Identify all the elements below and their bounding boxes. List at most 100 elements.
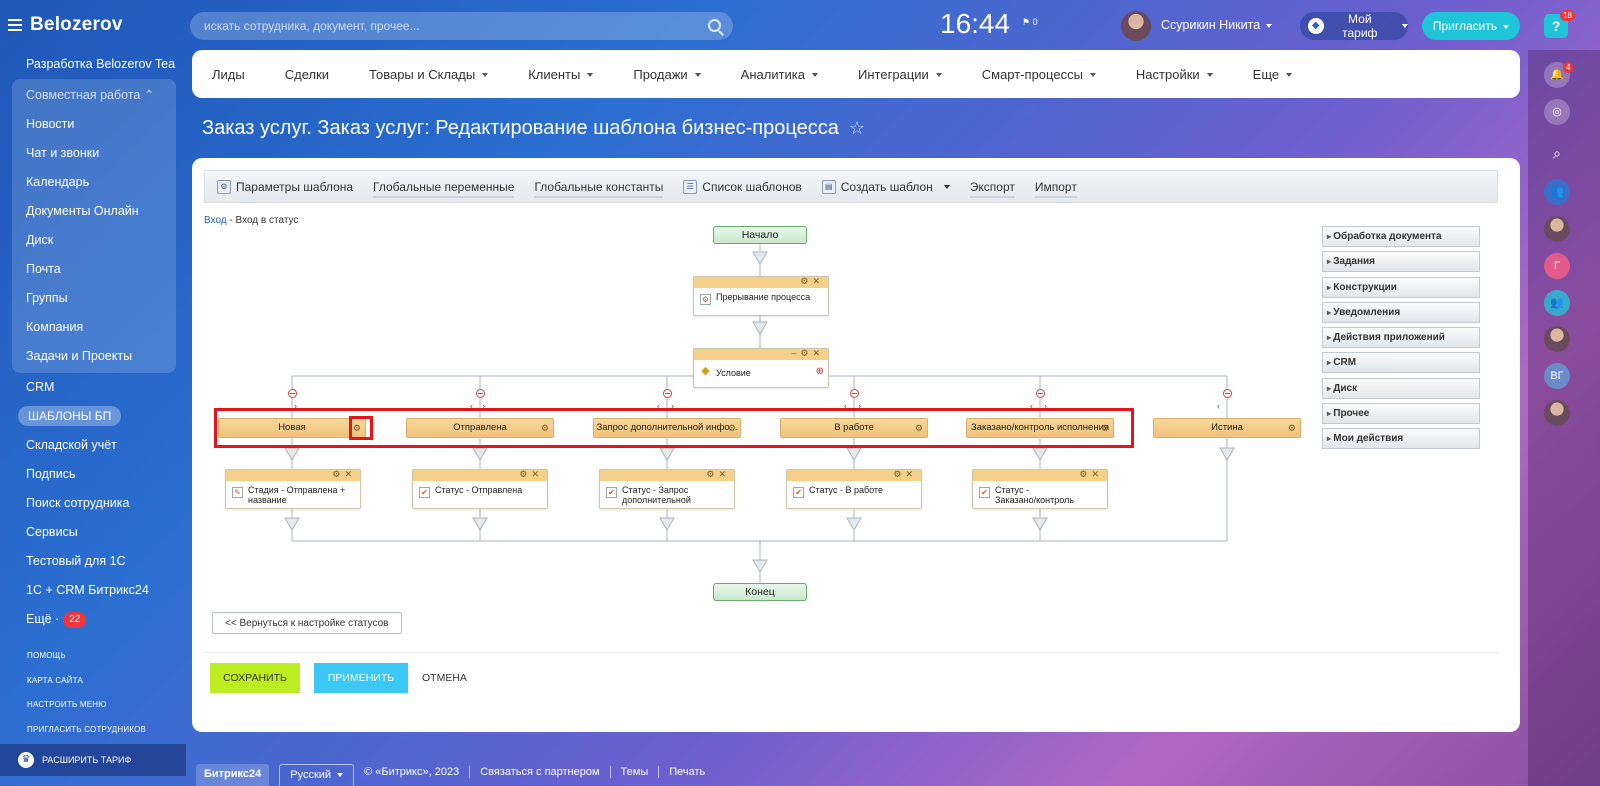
- contact-avatar[interactable]: [1544, 326, 1570, 352]
- nav-leads[interactable]: Лиды: [212, 66, 245, 82]
- save-button[interactable]: СОХРАНИТЬ: [210, 663, 300, 693]
- upgrade-tariff-button[interactable]: ♛ РАСШИРИТЬ ТАРИФ: [0, 744, 186, 776]
- clock[interactable]: 16:44: [940, 8, 1011, 39]
- invite-employees-link[interactable]: ПРИГЛАСИТЬ СОТРУДНИКОВ: [27, 724, 147, 734]
- branch-new[interactable]: Новая⚙: [218, 418, 366, 438]
- gear-icon[interactable]: ⚙: [1100, 423, 1109, 433]
- sidebar-item-tasks[interactable]: Задачи и Проекты: [26, 349, 133, 363]
- status-activity[interactable]: ⚙✕ ✔Статус - Отправлена: [412, 469, 548, 509]
- help-link[interactable]: ПОМОЩЬ: [27, 651, 66, 660]
- remove-branch-icon[interactable]: [1223, 389, 1232, 398]
- move-right-icon[interactable]: ›: [482, 401, 485, 411]
- flag-icon[interactable]: ⚑ 0: [1022, 17, 1038, 27]
- sidebar-item-company[interactable]: Компания: [26, 320, 84, 334]
- sidebar-item-disk[interactable]: Диск: [26, 233, 54, 247]
- move-left-icon[interactable]: ‹: [1030, 401, 1033, 411]
- sidebar-item-test-1c[interactable]: Тестовый для 1С: [26, 554, 126, 568]
- activity-controls-icon[interactable]: ⚙✕: [519, 469, 543, 479]
- sidebar-item-sign[interactable]: Подпись: [26, 467, 76, 481]
- global-constants-button[interactable]: Глобальные константы: [534, 180, 664, 198]
- status-activity[interactable]: ⚙✕ ✔Статус -Заказано/контроль: [972, 469, 1108, 509]
- sidebar-item-crm[interactable]: CRM: [26, 380, 55, 394]
- move-left-icon[interactable]: ‹: [1217, 401, 1220, 411]
- apply-button[interactable]: ПРИМЕНИТЬ: [314, 663, 408, 693]
- interrupt-activity[interactable]: ⚙✕ ⚙Прерывание процесса: [693, 276, 829, 316]
- move-right-icon[interactable]: ›: [1044, 401, 1047, 411]
- user-menu[interactable]: Ссурикин Никита: [1161, 18, 1273, 32]
- end-node[interactable]: Конец: [713, 583, 807, 601]
- rail-search-icon[interactable]: ⌕: [1553, 145, 1561, 161]
- template-params-button[interactable]: ⚙Параметры шаблона: [217, 179, 353, 194]
- activity-controls-icon[interactable]: ⚙✕: [1079, 469, 1103, 479]
- move-right-icon[interactable]: ›: [671, 401, 674, 411]
- contact-letter-g[interactable]: Г: [1544, 253, 1570, 279]
- palette-app-actions[interactable]: Действия приложений: [1322, 327, 1480, 349]
- search-input[interactable]: [204, 12, 684, 40]
- print-link[interactable]: Печать: [658, 766, 705, 778]
- status-activity[interactable]: ⚙✕ ✎Стадия - Отправлена +название: [225, 469, 361, 509]
- gear-icon[interactable]: ⚙: [540, 423, 549, 433]
- nav-smart-processes[interactable]: Смарт-процессы: [982, 67, 1096, 82]
- sidebar-item-chat[interactable]: Чат и звонки: [26, 146, 100, 160]
- sidebar-item-find-employee[interactable]: Поиск сотрудника: [26, 496, 130, 510]
- move-right-icon[interactable]: ›: [858, 401, 861, 411]
- remove-branch-icon[interactable]: [476, 389, 485, 398]
- create-template-button[interactable]: ▤Создать шаблон: [821, 179, 950, 194]
- gear-icon[interactable]: ⚙: [727, 423, 736, 433]
- palette-other[interactable]: Прочее: [1322, 403, 1480, 425]
- status-activity[interactable]: ⚙✕ ✔Статус - В работе: [786, 469, 922, 509]
- configure-menu-link[interactable]: НАСТРОИТЬ МЕНЮ: [27, 700, 107, 709]
- sidebar-item-warehouse[interactable]: Складской учёт: [26, 438, 117, 452]
- global-variables-button[interactable]: Глобальные переменные: [373, 180, 515, 198]
- move-left-icon[interactable]: ‹: [657, 401, 660, 411]
- sidebar-item-bp-templates[interactable]: ШАБЛОНЫ БП: [12, 402, 176, 431]
- sidebar-item-docs[interactable]: Документы Онлайн: [26, 204, 139, 218]
- nav-products[interactable]: Товары и Склады: [369, 67, 489, 82]
- contact-avatar[interactable]: [1544, 216, 1570, 242]
- branch-true[interactable]: Истина⚙: [1153, 418, 1301, 438]
- menu-icon[interactable]: [8, 19, 22, 31]
- template-list-button[interactable]: ☰Список шаблонов: [683, 179, 802, 194]
- gear-icon[interactable]: ⚙: [352, 423, 361, 433]
- add-branch-icon[interactable]: ⊕: [815, 366, 824, 377]
- condition-activity[interactable]: –⚙✕ ◆Условие⊕: [693, 348, 829, 388]
- activity-controls-icon[interactable]: ⚙✕: [332, 469, 356, 479]
- contact-partner-link[interactable]: Связаться с партнером: [469, 766, 600, 778]
- portal-logo[interactable]: Belozerov: [30, 14, 123, 35]
- sidebar-item-portal[interactable]: Разработка Belozerov Tea...: [26, 57, 176, 71]
- gear-icon[interactable]: ⚙: [914, 423, 923, 433]
- group-icon[interactable]: 👥: [1544, 290, 1570, 316]
- back-to-statuses-button[interactable]: << Вернуться к настройке статусов: [212, 612, 402, 634]
- sidebar-item-news[interactable]: Новости: [26, 117, 75, 131]
- start-node[interactable]: Начало: [713, 226, 807, 244]
- activity-controls-icon[interactable]: ⚙✕: [800, 276, 824, 286]
- palette-documents[interactable]: Обработка документа: [1322, 226, 1480, 247]
- my-tariff-button[interactable]: ◆Мой тариф: [1300, 12, 1408, 40]
- language-select[interactable]: Русский: [279, 764, 355, 786]
- star-icon[interactable]: ☆: [848, 118, 865, 138]
- branch-in-work[interactable]: В работе⚙: [780, 418, 928, 438]
- cancel-link[interactable]: ОТМЕНА: [422, 672, 467, 684]
- sidebar-item-1c-crm[interactable]: 1С + CRM Битрикс24: [26, 583, 149, 597]
- contact-avatar[interactable]: [1544, 400, 1570, 426]
- nav-integrations[interactable]: Интеграции: [858, 67, 942, 82]
- breadcrumb-link[interactable]: Вход: [204, 215, 227, 226]
- gear-icon[interactable]: ⚙: [1287, 423, 1296, 433]
- sidebar-item-more[interactable]: Ещё ·22: [12, 605, 176, 634]
- user-avatar[interactable]: [1121, 11, 1151, 41]
- sidebar-item-services[interactable]: Сервисы: [26, 525, 78, 539]
- branch-ordered[interactable]: Заказано/контроль исполнения⚙: [966, 418, 1114, 438]
- palette-constructs[interactable]: Конструкции: [1322, 276, 1480, 298]
- footer-logo[interactable]: Битрикс24: [196, 764, 270, 786]
- remove-branch-icon[interactable]: [850, 389, 859, 398]
- remove-branch-icon[interactable]: [288, 389, 297, 398]
- remove-branch-icon[interactable]: [1036, 389, 1045, 398]
- palette-disk[interactable]: Диск: [1322, 377, 1480, 399]
- nav-clients[interactable]: Клиенты: [528, 67, 594, 82]
- activity-controls-icon[interactable]: ⚙✕: [706, 469, 730, 479]
- nav-analytics[interactable]: Аналитика: [741, 67, 819, 82]
- invite-button[interactable]: Пригласить: [1422, 12, 1520, 40]
- remove-branch-icon[interactable]: [663, 389, 672, 398]
- sidebar-item-mail[interactable]: Почта: [26, 262, 61, 276]
